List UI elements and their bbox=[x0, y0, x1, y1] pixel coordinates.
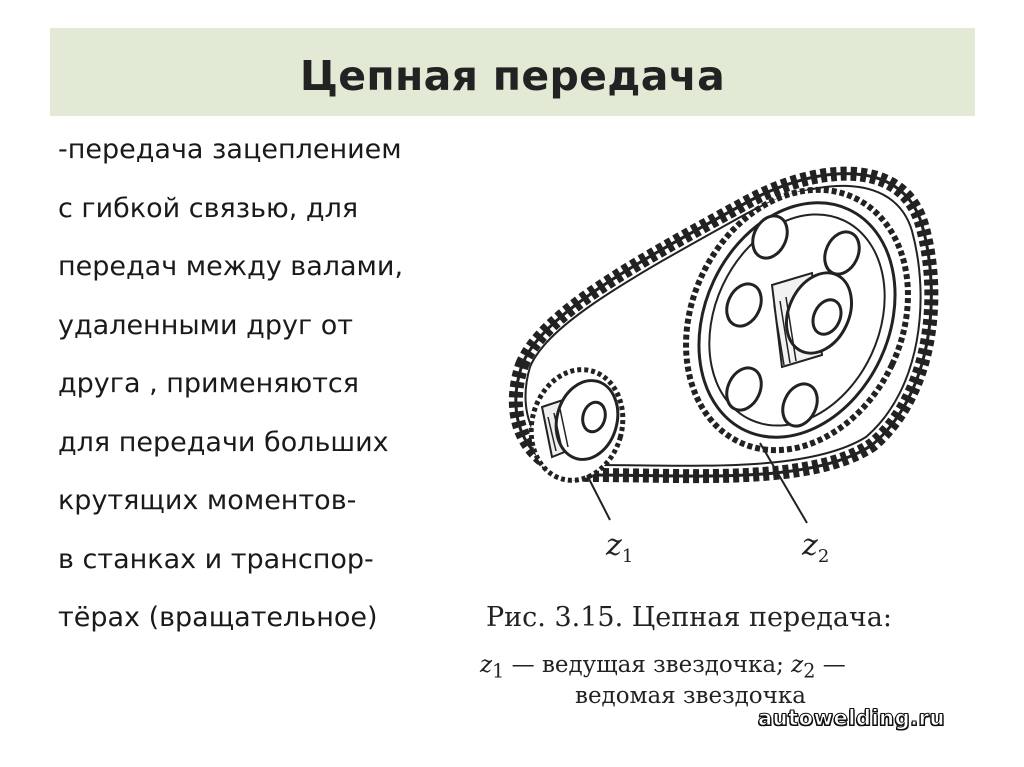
body-text: -передача зацеплением с гибкой связью, д… bbox=[58, 134, 478, 661]
body-line: -передача зацеплением bbox=[58, 134, 402, 165]
body-line: передач между валами, bbox=[58, 251, 404, 282]
body-line: удаленными друг от bbox=[58, 309, 353, 341]
large-sprocket bbox=[683, 186, 911, 454]
leader-line-z2 bbox=[759, 442, 808, 524]
chain-drive-illustration bbox=[508, 166, 939, 524]
figure-caption-title: Рис. 3.15. Цепная передача: bbox=[486, 602, 892, 633]
figure-caption-line-1: z1 — ведущая звездочка; z2 — bbox=[480, 652, 846, 683]
slide-title: Цепная передача bbox=[299, 52, 726, 100]
label-z2: z2 bbox=[802, 528, 830, 567]
body-line: тёрах (вращательное) bbox=[58, 602, 378, 633]
leader-line-z1 bbox=[586, 474, 611, 521]
body-line: с гибкой связью, для bbox=[58, 192, 359, 224]
title-band: Цепная передача bbox=[50, 28, 975, 116]
small-sprocket bbox=[528, 367, 626, 483]
body-line: крутящих моментов- bbox=[58, 485, 357, 516]
figure-caption-line-2: ведомая звездочка bbox=[575, 683, 806, 709]
body-line: в станках и транспор- bbox=[58, 543, 374, 575]
body-line: друга , применяются bbox=[58, 368, 360, 399]
body-line: для передачи больших bbox=[58, 426, 389, 458]
watermark: autowelding.ru bbox=[758, 706, 945, 731]
label-z1: z1 bbox=[606, 528, 634, 567]
